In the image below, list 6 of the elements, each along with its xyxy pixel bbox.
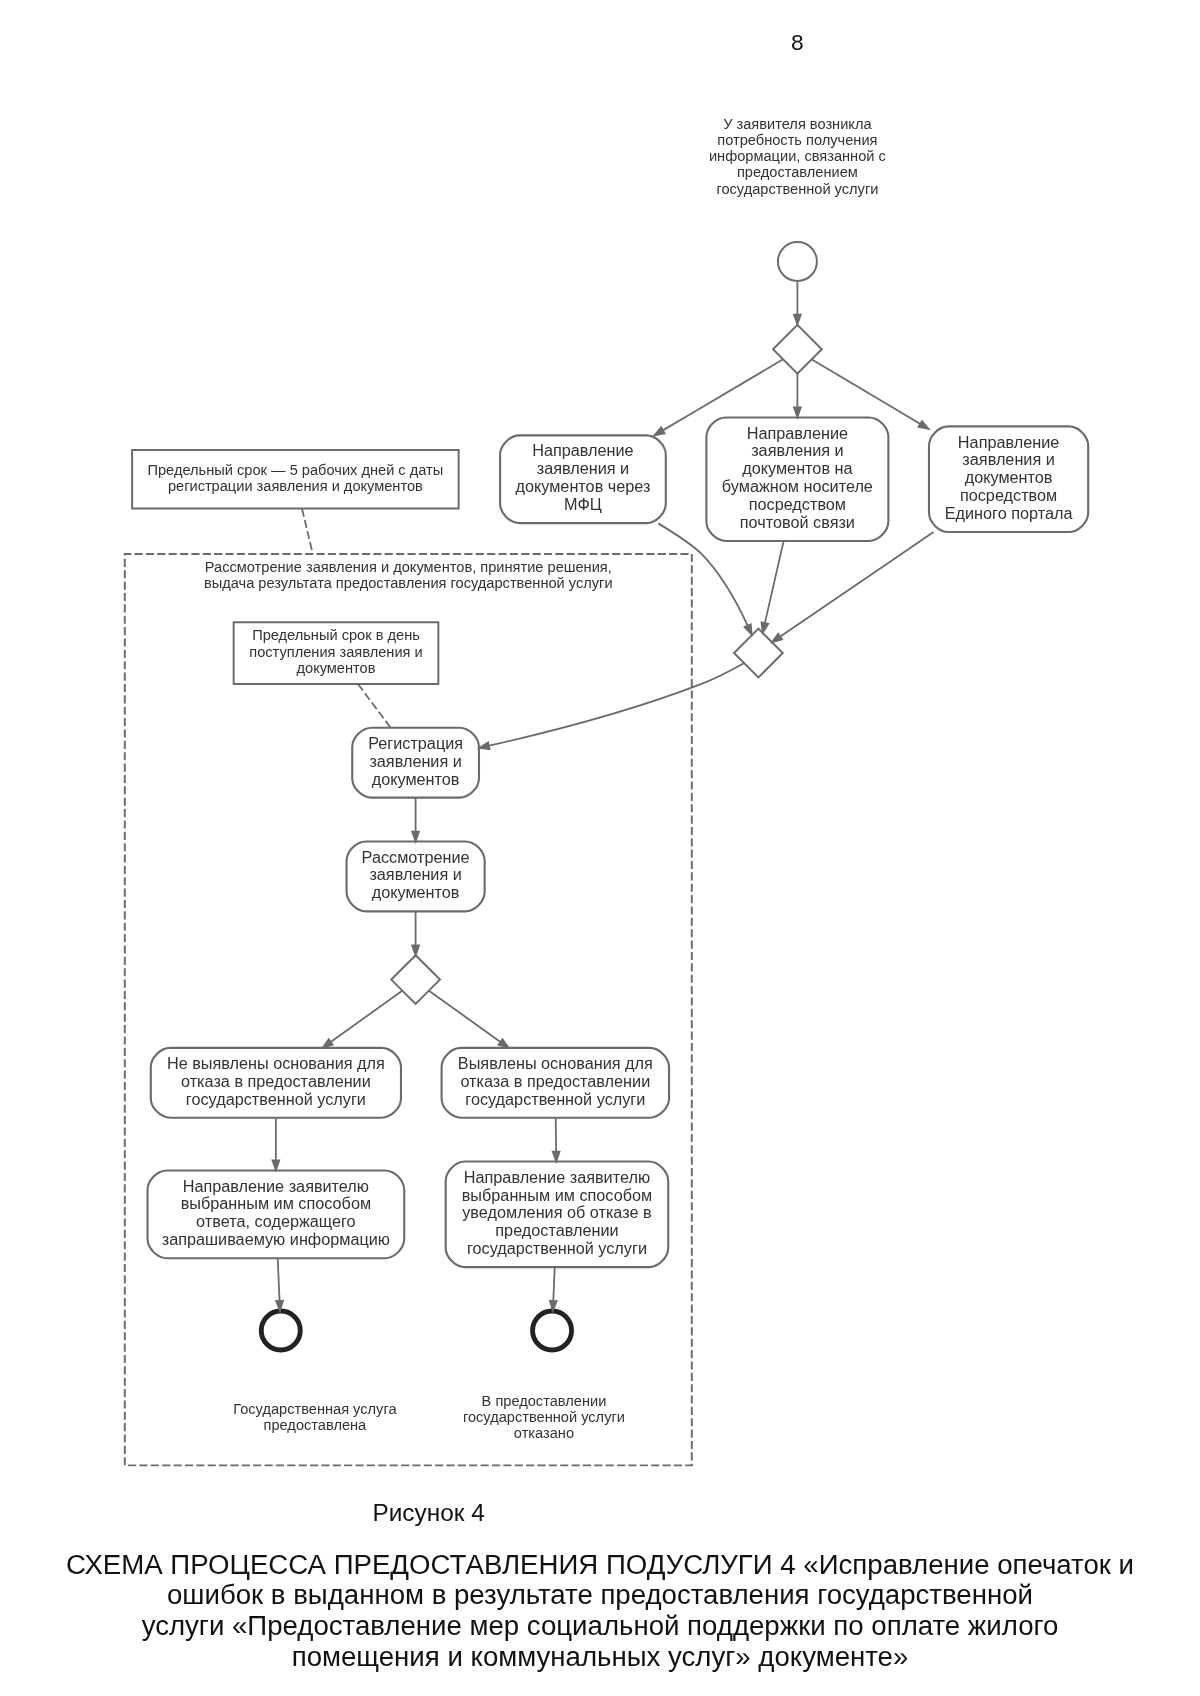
caption: СХЕМА ПРОЦЕССА ПРЕДОСТАВЛЕНИЯ ПОДУСЛУГИ 4 «Исправление опечаток и ошибок в выданном в результате предоставления государственной услуги «Предоставление мер социальной поддержки по оплате жилого помещения и коммунальных услуг» документе»	[66, 1548, 1134, 1673]
node-label: У заявителя возникла потребность получения информации, связанной с предоставлением государственной услуги	[708, 115, 886, 197]
node-label: Государственная услуга предоставлена	[233, 1400, 397, 1433]
label: 8	[791, 28, 804, 55]
node-label: В предоставлении государственной услуги отказано	[462, 1392, 625, 1442]
label: Рисунок 4	[372, 1499, 485, 1527]
